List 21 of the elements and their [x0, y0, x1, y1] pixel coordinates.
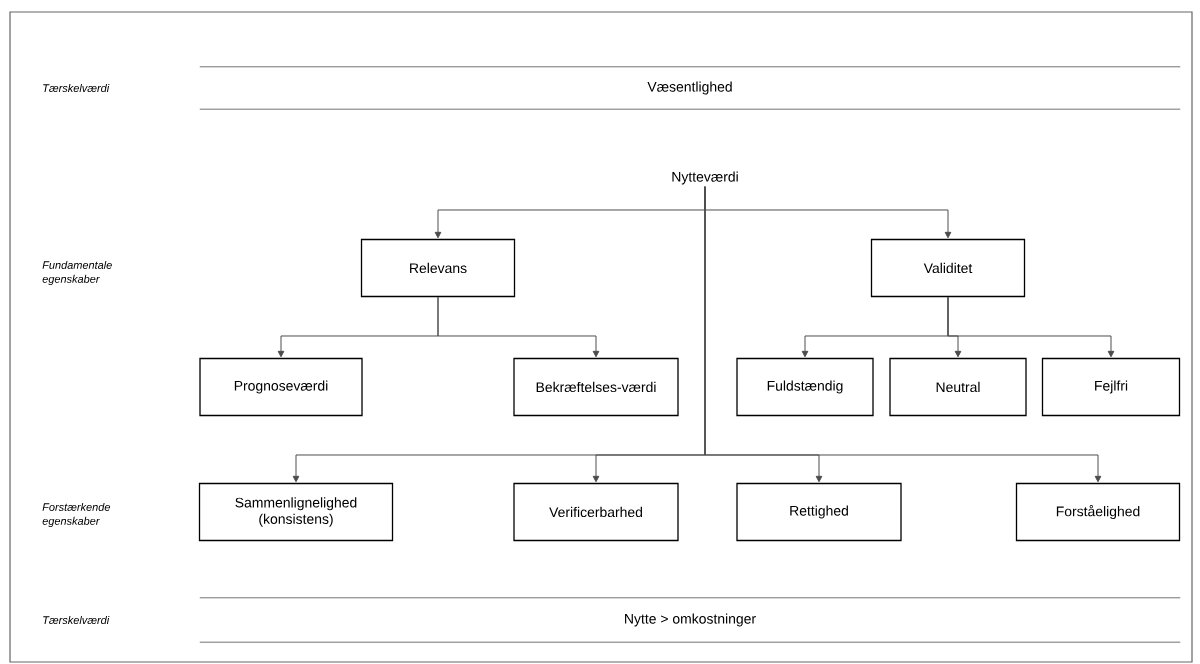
process-box: Fuldstændig — [736, 357, 874, 417]
band: Nytte > omkostninger — [199, 597, 1181, 643]
process-box: Sammenlignelighed (konsistens) — [198, 482, 394, 542]
row-label: Forstærkende egenskaber — [42, 502, 110, 528]
band: Væsentlighed — [199, 66, 1181, 110]
process-box: Forståelighed — [1015, 482, 1181, 542]
process-box: Validitet — [870, 238, 1026, 298]
process-box: Fejlfri — [1041, 357, 1181, 417]
process-box: Prognoseværdi — [199, 357, 363, 417]
row-label: Fundamentale egenskaber — [42, 260, 112, 286]
process-box: Rettighed — [736, 482, 902, 542]
connector — [704, 186, 1102, 483]
heading-text: Nytteværdi — [672, 171, 738, 185]
process-box: Neutral — [889, 357, 1027, 417]
connector — [437, 296, 600, 358]
row-label: Tærskelværdi — [43, 615, 110, 624]
row-label: Tærskelværdi — [43, 83, 110, 92]
connector — [947, 296, 1115, 358]
process-box: Verificerbarhed — [513, 482, 679, 542]
process-box: Bekræftelses-værdi — [513, 357, 679, 417]
process-box: Relevans — [360, 238, 516, 298]
